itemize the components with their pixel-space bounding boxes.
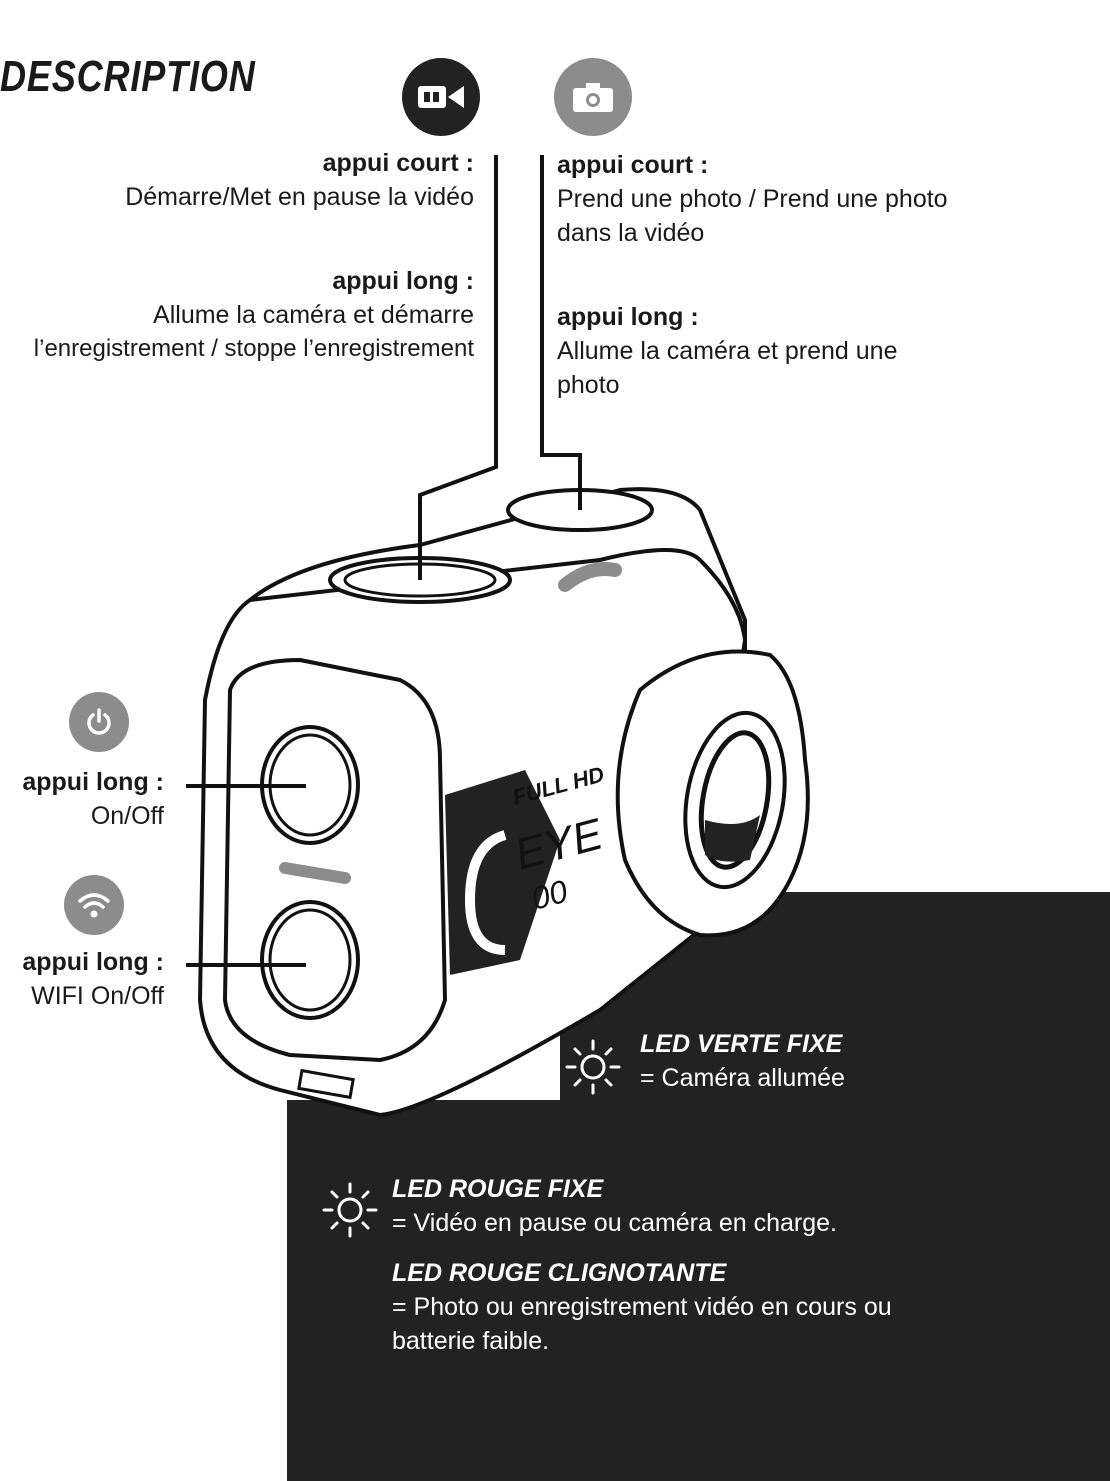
led-red-blink-text-1: = Photo ou enregistrement vidéo en cours… [392, 1293, 892, 1321]
photo-short-title: appui court : [557, 151, 709, 179]
front-led [279, 862, 351, 884]
photo-long-text-1: Allume la caméra et prend une [557, 337, 898, 365]
led-green-text: = Caméra allumée [640, 1064, 845, 1092]
sun-icon [322, 1182, 378, 1238]
video-long-text-1: Allume la caméra et démarre [153, 301, 474, 329]
video-short-title: appui court : [322, 149, 474, 177]
photo-long-text-2: photo [557, 371, 620, 399]
led-red-blink-title: LED ROUGE CLIGNOTANTE [392, 1259, 727, 1287]
sun-icon [565, 1039, 621, 1095]
video-long-title: appui long : [332, 267, 474, 295]
led-red-fixed-block: LED ROUGE FIXE = Vidéo en pause ou camér… [392, 1172, 837, 1240]
photo-short-text-1: Prend une photo / Prend une photo [557, 185, 948, 213]
photo-short-text-2: dans la vidéo [557, 219, 705, 247]
video-leader-line [418, 155, 498, 580]
led-red-fixed-title: LED ROUGE FIXE [392, 1175, 604, 1203]
led-green-block: LED VERTE FIXE = Caméra allumée [640, 1027, 845, 1095]
usb-port [297, 1068, 355, 1100]
power-text: On/Off [90, 802, 164, 830]
led-info-panel [287, 1100, 1110, 1481]
top-led [558, 562, 622, 592]
lens-shadow [705, 815, 760, 862]
brand-logo [464, 830, 507, 955]
led-red-fixed-text: = Vidéo en pause ou caméra en charge. [392, 1209, 837, 1237]
led-green-title: LED VERTE FIXE [640, 1030, 843, 1058]
wifi-icon [64, 875, 124, 935]
video-camera-icon [402, 58, 480, 136]
wifi-title: appui long : [22, 948, 164, 976]
wifi-text: WIFI On/Off [31, 982, 164, 1010]
power-title: appui long : [22, 768, 164, 796]
photo-leader-line [540, 155, 582, 510]
power-icon [69, 692, 129, 752]
video-long-text-2: l’enregistrement / stoppe l’enregistreme… [33, 335, 474, 362]
page-title: DESCRIPTION [0, 52, 256, 101]
led-red-blink-block: LED ROUGE CLIGNOTANTE = Photo ou enregis… [392, 1256, 892, 1358]
photo-long-title: appui long : [557, 303, 699, 331]
video-short-text: Démarre/Met en pause la vidéo [125, 183, 474, 211]
photo-camera-icon [554, 58, 632, 136]
led-red-blink-text-2: batterie faible. [392, 1327, 550, 1355]
